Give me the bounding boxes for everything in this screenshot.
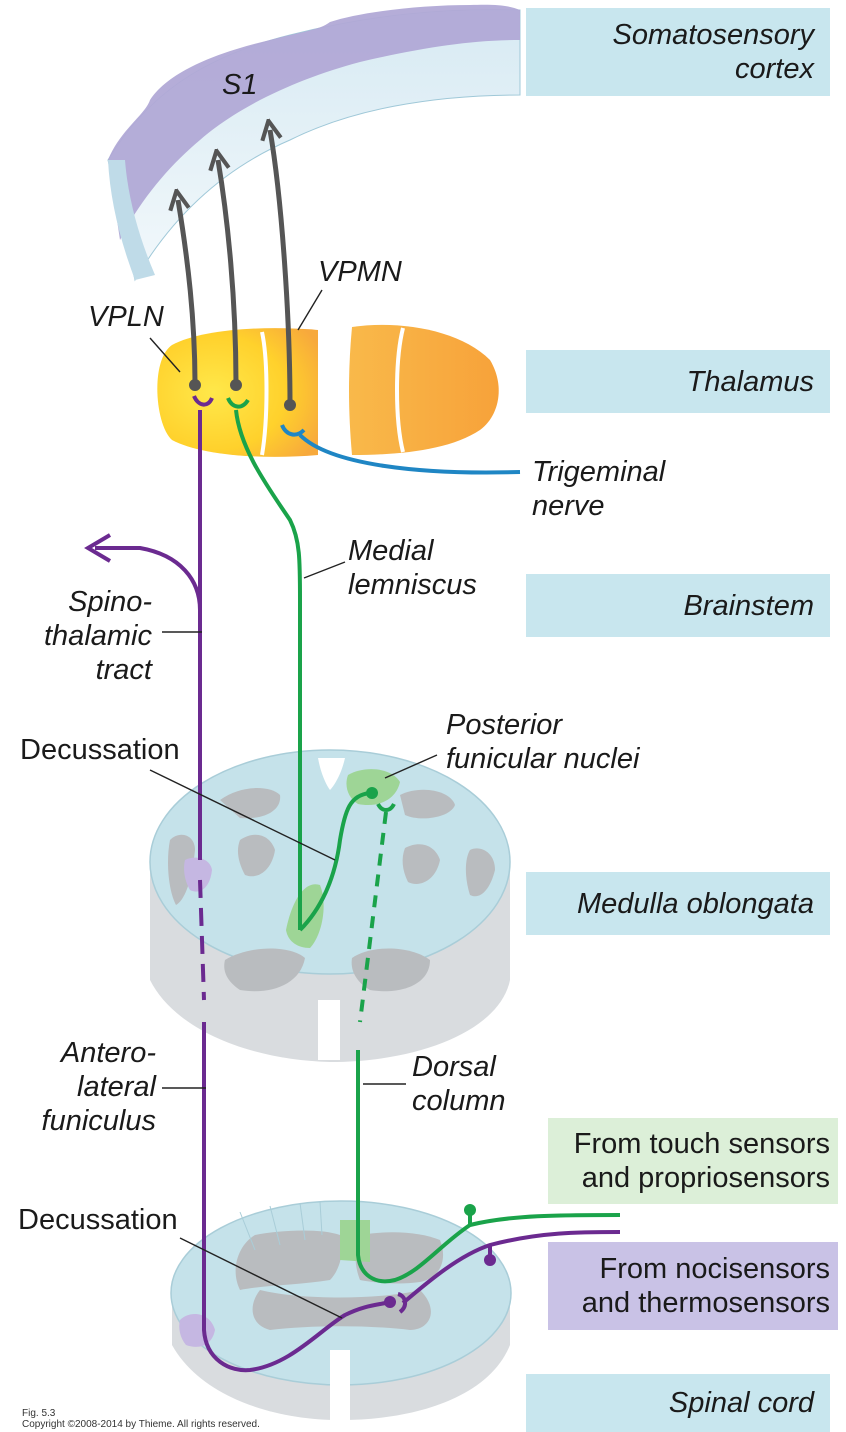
figure-number: Fig. 5.3 (22, 1408, 55, 1419)
source-label-touch: From touch sensors and propriosensors (574, 1127, 830, 1195)
level-box-spinal: Spinal cord (526, 1374, 830, 1432)
label-anterolateral-funiculus: Antero- lateral funiculus (10, 1036, 156, 1138)
source-box-noci: From nocisensors and thermosensors (548, 1242, 838, 1330)
label-decussation-lower: Decussation (18, 1203, 178, 1237)
thalamus-shape (157, 325, 498, 457)
label-decussation-upper: Decussation (20, 733, 180, 767)
label-s1: S1 (222, 68, 257, 102)
label-vpmn: VPMN (318, 255, 402, 289)
level-box-brainstem: Brainstem (526, 574, 830, 637)
source-box-touch: From touch sensors and propriosensors (548, 1118, 838, 1204)
level-box-thalamus: Thalamus (526, 350, 830, 413)
level-box-cortex: Somatosensory cortex (526, 8, 830, 96)
level-label-medulla: Medulla oblongata (577, 887, 814, 921)
level-label-cortex: Somatosensory cortex (613, 18, 815, 86)
label-vpln: VPLN (88, 300, 164, 334)
label-dorsal-column: Dorsal column (412, 1050, 506, 1118)
level-label-thalamus: Thalamus (687, 365, 814, 399)
label-spinothalamic: Spino- thalamic tract (22, 585, 152, 687)
label-trigeminal: Trigeminal nerve (532, 455, 665, 523)
cortex-band (108, 5, 520, 280)
level-label-spinal: Spinal cord (669, 1386, 814, 1420)
label-posterior-funicular-nuclei: Posterior funicular nuclei (446, 708, 639, 776)
level-label-brainstem: Brainstem (683, 589, 814, 623)
level-box-medulla: Medulla oblongata (526, 872, 830, 935)
copyright-notice: Copyright ©2008-2014 by Thieme. All righ… (22, 1419, 260, 1430)
source-label-noci: From nocisensors and thermosensors (582, 1252, 830, 1320)
label-medial-lemniscus: Medial lemniscus (348, 534, 477, 602)
